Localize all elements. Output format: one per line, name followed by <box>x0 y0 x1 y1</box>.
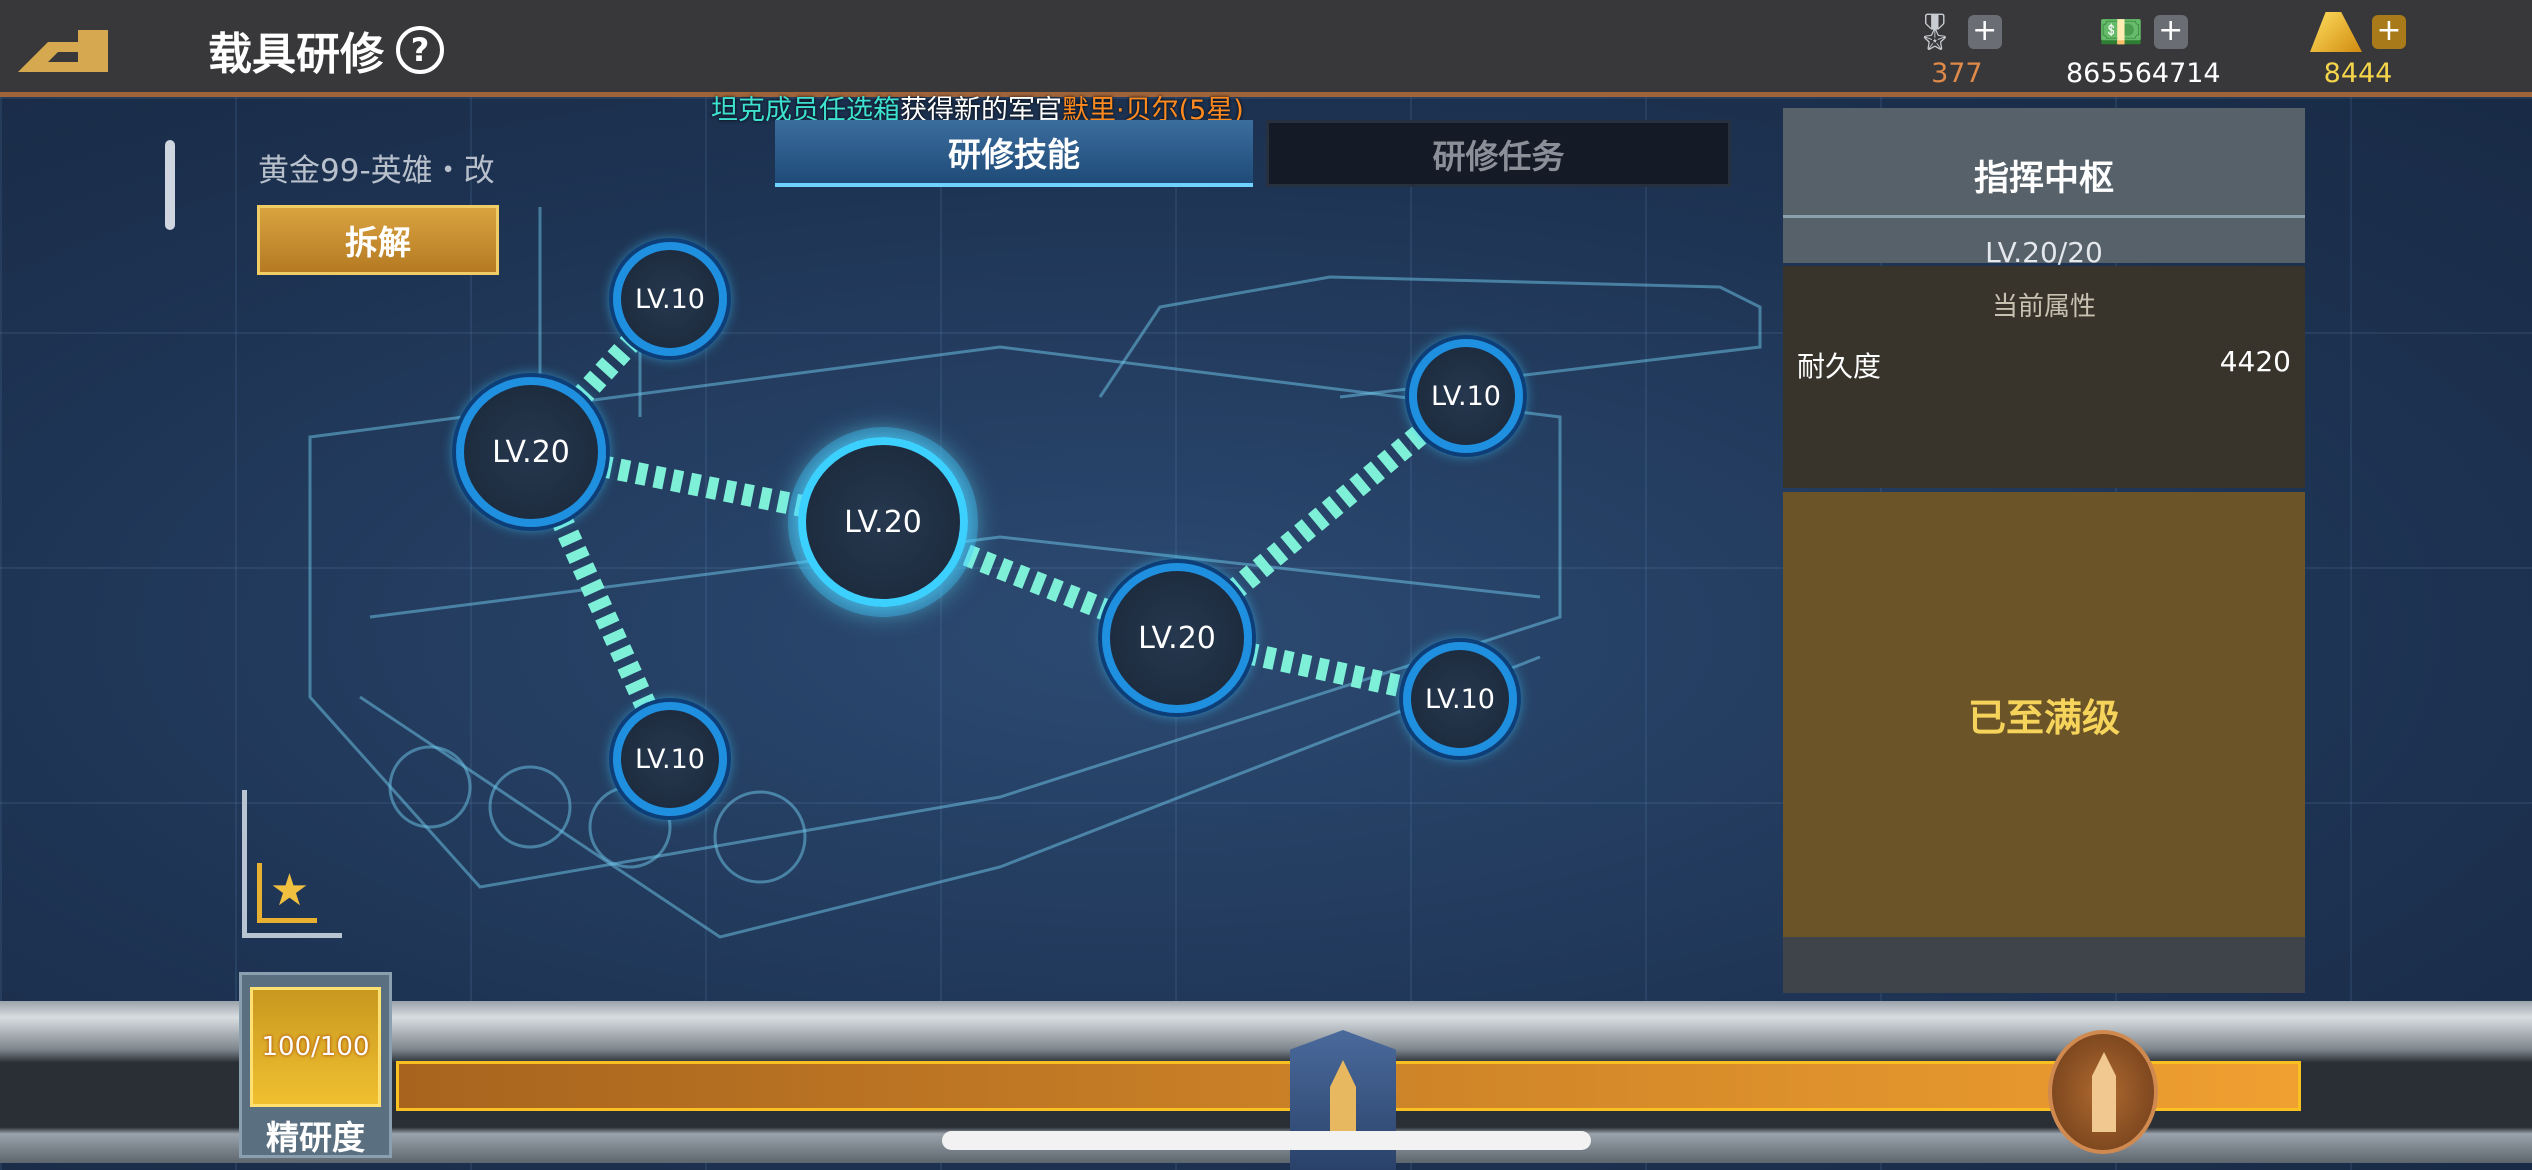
page-title: 载具研修? <box>208 18 444 82</box>
attr-name: 耐久度 <box>1797 350 1882 383</box>
currency-medal: 🎖+ 377 <box>1912 6 2002 89</box>
skill-node-selected[interactable]: LV.20 <box>798 437 968 607</box>
skill-node[interactable]: LV.10 <box>1409 339 1523 453</box>
skill-title: 指挥中枢 <box>1973 159 2114 199</box>
max-level-status: 已至满级 <box>1783 492 2305 937</box>
skill-node[interactable]: LV.20 <box>1102 563 1252 713</box>
final-reward-medal-icon[interactable] <box>2048 1030 2158 1154</box>
skill-node[interactable]: LV.10 <box>613 242 727 356</box>
tab-training-skills[interactable]: 研修技能 <box>775 120 1253 187</box>
skill-detail-panel: 指挥中枢 LV.20/20 当前属性 耐久度 4420 已至满级 <box>1783 108 2305 993</box>
skill-node[interactable]: LV.10 <box>613 702 727 816</box>
skill-node[interactable]: LV.20 <box>456 377 606 527</box>
disassemble-button[interactable]: 拆解 <box>257 205 499 275</box>
star-rank-button[interactable]: ★ <box>242 790 342 938</box>
currency-gold: + 8444 <box>2310 6 2406 89</box>
back-icon[interactable] <box>18 22 114 72</box>
star-icon: ★ <box>257 863 317 923</box>
refinement-value: 100/100 <box>250 987 381 1107</box>
vehicle-name: 黄金99-英雄・改 <box>258 153 495 189</box>
add-gold-button[interactable]: + <box>2372 15 2406 49</box>
medal-icon: 🎖 <box>1912 12 1958 53</box>
refinement-box: 100/100 精研度 <box>239 972 392 1158</box>
add-cash-button[interactable]: + <box>2153 15 2188 49</box>
gold-icon <box>2310 12 2362 52</box>
scroll-handle[interactable] <box>165 140 175 230</box>
help-icon[interactable]: ? <box>396 26 444 74</box>
tab-training-tasks[interactable]: 研修任务 <box>1266 120 1731 187</box>
top-bar: 载具研修? 🎖+ 377 💵+ 865564714 + 8444 <box>0 0 2532 97</box>
refinement-label: 精研度 <box>266 1118 365 1157</box>
cash-icon: 💵 <box>2098 12 2144 53</box>
home-indicator[interactable] <box>942 1131 1591 1150</box>
skill-level: LV.20/20 <box>1985 236 2103 269</box>
currency-cash: 💵+ 865564714 <box>2066 12 2221 89</box>
skill-node[interactable]: LV.10 <box>1403 642 1517 756</box>
attr-header: 当前属性 <box>1991 292 2096 322</box>
attr-value: 4420 <box>2219 345 2291 378</box>
add-medal-button[interactable]: + <box>1967 15 2002 49</box>
